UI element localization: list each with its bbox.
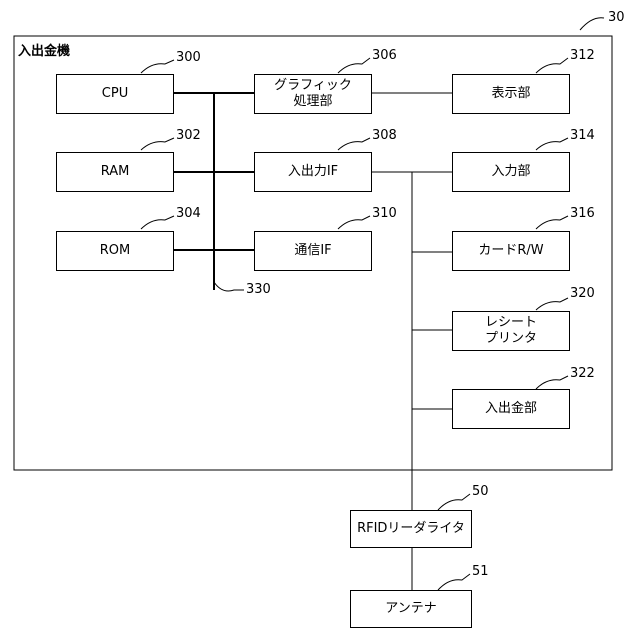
comm-if-ref: 310 xyxy=(372,206,397,221)
ram-ref: 302 xyxy=(176,128,201,143)
cash-unit-ref: 322 xyxy=(570,366,595,381)
display-box: 表示部 xyxy=(452,74,570,114)
ram-box: RAM xyxy=(56,152,174,192)
machine-ref: 30 xyxy=(608,10,625,25)
input-box: 入力部 xyxy=(452,152,570,192)
card-rw-ref: 316 xyxy=(570,206,595,221)
rfid-rw-box: RFIDリーダライタ xyxy=(350,510,472,548)
io-if-ref: 308 xyxy=(372,128,397,143)
comm-if-box: 通信IF xyxy=(254,231,372,271)
antenna-box: アンテナ xyxy=(350,590,472,628)
graphics-ref: 306 xyxy=(372,48,397,63)
cash-unit-box: 入出金部 xyxy=(452,389,570,429)
rom-box: ROM xyxy=(56,231,174,271)
io-if-box: 入出力IF xyxy=(254,152,372,192)
receipt-printer-box: レシート プリンタ xyxy=(452,311,570,351)
system-bus xyxy=(174,93,254,290)
display-ref: 312 xyxy=(570,48,595,63)
graphics-box: グラフィック 処理部 xyxy=(254,74,372,114)
bus-ref: 330 xyxy=(246,282,271,297)
input-ref: 314 xyxy=(570,128,595,143)
rom-ref: 304 xyxy=(176,206,201,221)
card-rw-box: カードR/W xyxy=(452,231,570,271)
antenna-ref: 51 xyxy=(472,564,489,579)
machine-title: 入出金機 xyxy=(18,40,70,59)
rfid-rw-ref: 50 xyxy=(472,484,489,499)
cpu-ref: 300 xyxy=(176,50,201,65)
cpu-box: CPU xyxy=(56,74,174,114)
receipt-printer-ref: 320 xyxy=(570,286,595,301)
